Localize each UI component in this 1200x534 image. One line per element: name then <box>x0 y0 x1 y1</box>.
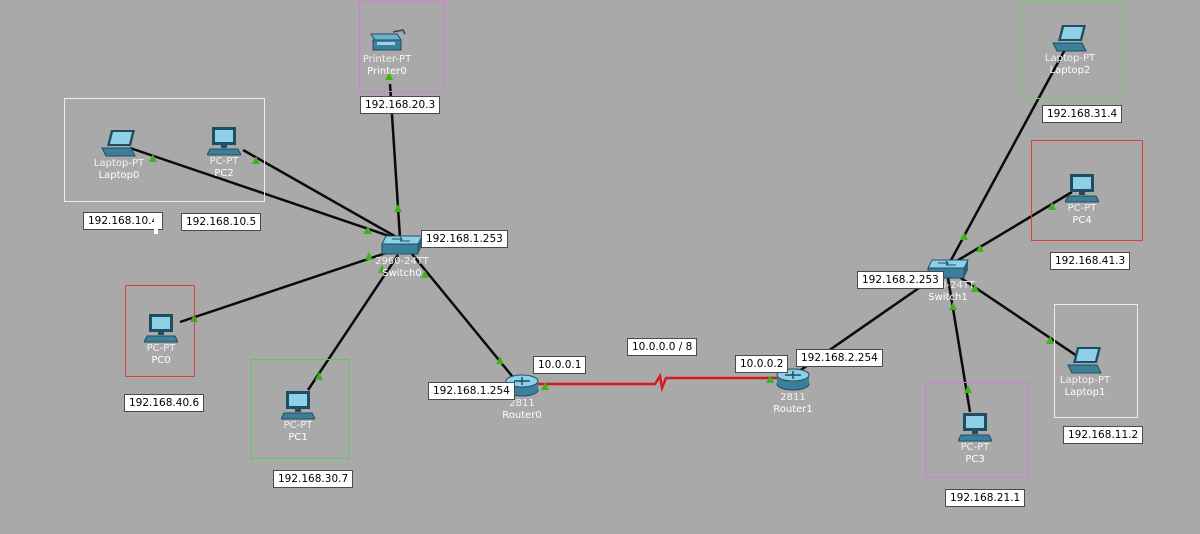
device-model-label: Laptop-PT <box>1059 375 1111 386</box>
port-status-indicators <box>149 72 1056 393</box>
group-box-pc0 <box>125 285 195 377</box>
device-model-label: PC-PT <box>1067 203 1097 214</box>
device-model-label: 2960-24TT <box>921 280 975 291</box>
link-switch0-pc1[interactable] <box>306 254 400 391</box>
device-laptop1[interactable]: Laptop-PT Laptop1 <box>1045 345 1125 399</box>
ip-label-pc3[interactable]: 192.168.21.1 <box>945 489 1026 507</box>
laptop-icon <box>1052 25 1087 52</box>
device-pc4[interactable]: PC-PT PC4 <box>1042 173 1122 227</box>
device-name-label: Router0 <box>502 410 542 421</box>
laptop-icon <box>101 130 136 157</box>
switch-icon <box>381 235 423 255</box>
ip-label-router1-wan[interactable]: 10.0.0.2 <box>735 355 789 373</box>
device-laptop2[interactable]: Laptop-PT Laptop2 <box>1030 23 1110 77</box>
device-name-label: Router1 <box>773 404 813 415</box>
link-switch0-pc2[interactable] <box>242 148 399 240</box>
device-name-label: PC2 <box>214 168 234 179</box>
device-name-label: Switch0 <box>382 268 422 279</box>
device-name-label: Laptop2 <box>1049 65 1091 76</box>
device-model-label: Printer-PT <box>362 54 412 65</box>
device-switch0[interactable]: 2960-24TT Switch0 <box>362 234 442 280</box>
device-model-label: 2811 <box>509 398 535 409</box>
ip-label-router0-lan[interactable]: 192.168.1.254 <box>428 382 515 400</box>
pc-icon <box>958 413 992 442</box>
group-box-pc3 <box>925 382 1029 478</box>
device-model-label: PC-PT <box>283 420 313 431</box>
ip-label-pc0[interactable]: 192.168.40.6 <box>124 394 205 412</box>
text-cursor <box>154 214 158 234</box>
group-box-pc4 <box>1031 140 1143 241</box>
device-router1[interactable]: 2811 Router1 <box>753 366 833 416</box>
link-serial-router0-router1[interactable] <box>528 372 785 393</box>
device-model-label: PC-PT <box>960 442 990 453</box>
pc-icon <box>144 314 178 343</box>
device-name-label: PC1 <box>288 432 308 443</box>
device-model-label: Laptop-PT <box>1044 53 1096 64</box>
ip-label-switch1[interactable]: 192.168.2.253 <box>857 271 944 289</box>
device-name-label: PC0 <box>151 355 171 366</box>
link-switch1-laptop2[interactable] <box>948 43 1070 263</box>
ip-label-router0-wan[interactable]: 10.0.0.1 <box>533 356 587 374</box>
ip-label-laptop0[interactable]: 192.168.10.4 <box>83 212 164 230</box>
pc-icon <box>207 127 241 156</box>
ip-label-switch0[interactable]: 192.168.1.253 <box>421 230 508 248</box>
device-model-label: Laptop-PT <box>93 158 145 169</box>
pc-icon <box>1065 174 1099 203</box>
ip-label-router1-lan[interactable]: 192.168.2.254 <box>796 349 883 367</box>
device-pc1[interactable]: PC-PT PC1 <box>258 390 338 444</box>
link-switch0-laptop0[interactable] <box>129 146 396 240</box>
device-laptop0[interactable]: Laptop-PT Laptop0 <box>79 128 159 182</box>
group-box-laptop0-pc2 <box>64 98 265 202</box>
device-name-label: PC4 <box>1072 215 1092 226</box>
device-pc0[interactable]: PC-PT PC0 <box>121 313 201 367</box>
device-model-label: 2811 <box>780 392 806 403</box>
router-icon <box>776 368 810 391</box>
device-pc3[interactable]: PC-PT PC3 <box>935 412 1015 466</box>
group-box-printer <box>359 1 445 92</box>
device-name-label: Printer0 <box>367 66 407 77</box>
device-name-label: Laptop0 <box>98 170 140 181</box>
device-model-label: PC-PT <box>146 343 176 354</box>
device-model-label: 2960-24TT <box>375 256 429 267</box>
link-switch0-pc0[interactable] <box>179 248 396 324</box>
device-pc2[interactable]: PC-PT PC2 <box>184 126 264 180</box>
printer-icon <box>370 29 406 51</box>
device-name-label: Laptop1 <box>1064 387 1106 398</box>
laptop-icon <box>1067 347 1102 374</box>
device-printer0[interactable]: Printer-PT Printer0 <box>347 28 427 78</box>
ip-label-pc1[interactable]: 192.168.30.7 <box>273 470 354 488</box>
ip-label-serial-network[interactable]: 10.0.0.0 / 8 <box>627 338 698 356</box>
ip-label-pc2[interactable]: 192.168.10.5 <box>181 213 262 231</box>
group-box-laptop2 <box>1020 0 1124 99</box>
group-box-laptop1 <box>1054 304 1138 418</box>
device-model-label: PC-PT <box>209 156 239 167</box>
ip-label-printer0[interactable]: 192.168.20.3 <box>360 96 441 114</box>
pc-icon <box>281 391 315 420</box>
group-box-pc1 <box>251 359 349 459</box>
device-name-label: PC3 <box>965 454 985 465</box>
ip-label-pc4[interactable]: 192.168.41.3 <box>1050 252 1131 270</box>
ip-label-laptop2[interactable]: 192.168.31.4 <box>1042 105 1123 123</box>
link-switch0-router0[interactable] <box>411 253 513 377</box>
ip-label-laptop1[interactable]: 192.168.11.2 <box>1063 426 1144 444</box>
device-name-label: Switch1 <box>928 292 968 303</box>
